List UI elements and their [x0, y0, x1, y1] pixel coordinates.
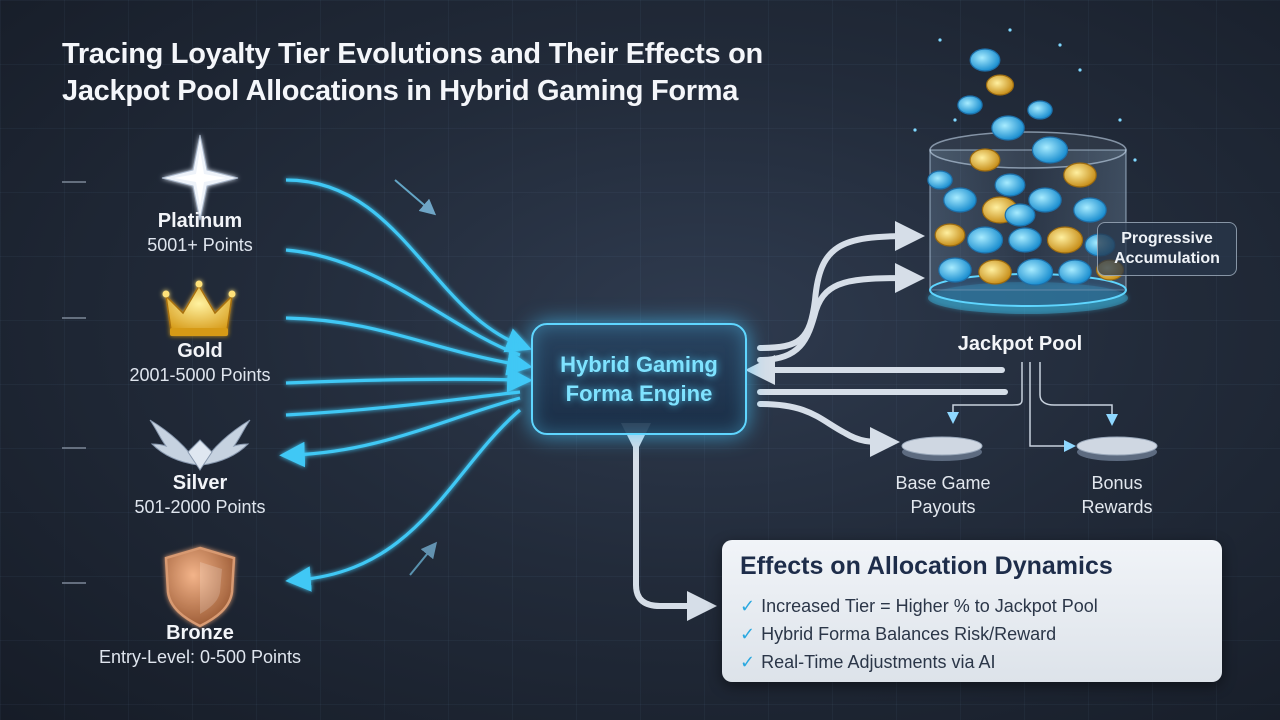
coin [978, 259, 1012, 285]
coin [1046, 226, 1084, 254]
effects-item-text: Hybrid Forma Balances Risk/Reward [761, 624, 1057, 644]
sparkle-dot [1078, 68, 1082, 72]
coin [927, 170, 953, 190]
star-icon [161, 134, 239, 221]
coin [1031, 136, 1069, 164]
coin [1008, 227, 1042, 253]
title-line-2: Jackpot Pool Allocations in Hybrid Gamin… [62, 75, 739, 107]
engine-jackpot-arrows [745, 221, 1008, 457]
effects-list: ✓Increased Tier = Higher % to Jackpot Po… [740, 592, 1098, 676]
tier-points: 2001-5000 Points [129, 365, 271, 385]
check-icon: ✓ [740, 624, 756, 644]
coin [938, 257, 972, 283]
progressive-accumulation-badge: Progressive Accumulation [1097, 222, 1237, 276]
tier-ticks [62, 181, 86, 584]
effects-heading: Effects on Allocation Dynamics [740, 552, 1113, 580]
tier-platinum: Platinum 5001+ Points [80, 210, 320, 256]
effects-item: ✓Hybrid Forma Balances Risk/Reward [740, 620, 1098, 648]
sparkle-dashes [394, 179, 438, 576]
tier-points: Entry-Level: 0-500 Points [98, 647, 302, 667]
hybrid-engine-box: Hybrid Gaming Forma Engine [531, 323, 747, 435]
sparkle-dot [1008, 28, 1012, 32]
check-icon: ✓ [740, 652, 756, 672]
shield-icon [164, 546, 236, 628]
sparkle-dot [1118, 118, 1122, 122]
tier-points: 501-2000 Points [134, 497, 266, 517]
badge-line-1: Progressive [1121, 230, 1213, 247]
tier-gold: Gold 2001-5000 Points [80, 340, 320, 386]
bonus-rewards-label: Bonus Rewards [1042, 471, 1192, 519]
coin [991, 115, 1025, 141]
coin [1058, 259, 1092, 285]
coin [1004, 203, 1036, 227]
tier-name: Platinum [157, 210, 243, 232]
title-line-1: Tracing Loyalty Tier Evolutions and Thei… [62, 38, 763, 70]
base-payout-disc [901, 436, 983, 461]
badge-line-2: Accumulation [1114, 250, 1220, 267]
coin [1016, 258, 1054, 286]
coin [985, 74, 1015, 96]
base-line-2: Payouts [910, 497, 976, 517]
sparkle-dot [953, 118, 957, 122]
coin [969, 48, 1001, 72]
tier-name: Gold [177, 340, 223, 362]
check-icon: ✓ [740, 596, 756, 616]
tier-silver: Silver 501-2000 Points [80, 472, 320, 518]
engine-to-effects-arrow [621, 423, 717, 621]
bonus-line-2: Rewards [1081, 497, 1153, 517]
coin [966, 226, 1004, 254]
coin [934, 223, 966, 247]
effects-item-text: Increased Tier = Higher % to Jackpot Poo… [761, 596, 1098, 616]
effects-item: ✓Increased Tier = Higher % to Jackpot Po… [740, 592, 1098, 620]
effects-item: ✓Real-Time Adjustments via AI [740, 648, 1098, 676]
jackpot-pool-label: Jackpot Pool [957, 333, 1083, 355]
engine-line-1: Hybrid Gaming [560, 352, 718, 377]
effects-item-text: Real-Time Adjustments via AI [761, 652, 996, 672]
coin [957, 95, 983, 115]
sparkle-dot [938, 38, 942, 42]
tier-name: Silver [172, 472, 228, 494]
sparkle-dot [1133, 158, 1137, 162]
effects-card: Effects on Allocation Dynamics ✓Increase… [722, 540, 1222, 682]
tier-bronze: Bronze Entry-Level: 0-500 Points [80, 622, 320, 668]
crown-icon [162, 280, 236, 336]
coin [969, 148, 1001, 172]
engine-line-2: Forma Engine [565, 381, 713, 406]
base-game-payouts-label: Base Game Payouts [868, 471, 1018, 519]
bonus-rewards-disc [1076, 436, 1158, 461]
coin [1027, 100, 1053, 120]
base-line-1: Base Game [895, 473, 991, 493]
coin [943, 187, 977, 213]
page-title: Tracing Loyalty Tier Evolutions and Thei… [62, 36, 882, 110]
wings-icon [149, 419, 251, 471]
tier-flow-arrows [279, 178, 533, 592]
coin [1073, 197, 1107, 223]
coin [1028, 187, 1062, 213]
coin [1063, 162, 1097, 188]
sparkle-dot [1058, 43, 1062, 47]
bonus-line-1: Bonus [1091, 473, 1143, 493]
coin [994, 173, 1026, 197]
sparkle-dot [913, 128, 917, 132]
tier-points: 5001+ Points [147, 235, 253, 255]
jackpot-split-lines [947, 362, 1118, 452]
tier-name: Bronze [166, 622, 234, 644]
